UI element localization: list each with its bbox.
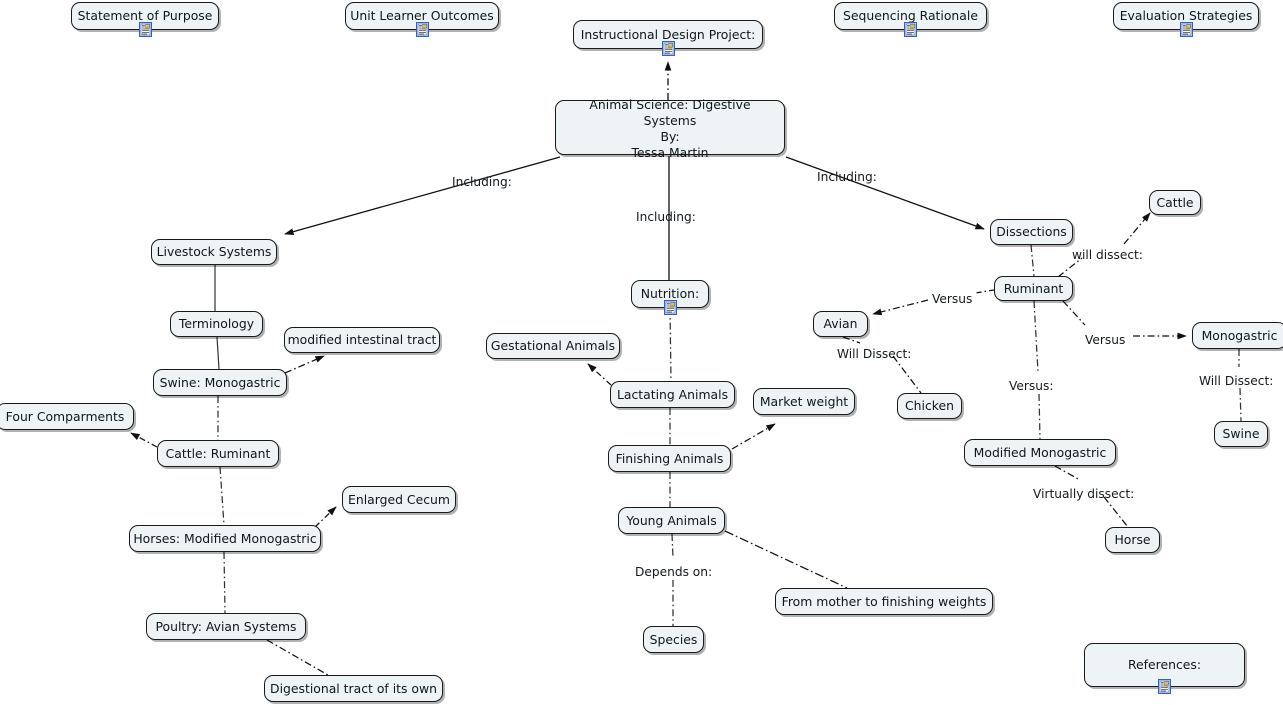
edge-cattle-to-horses — [219, 466, 225, 526]
node-label: References: — [1127, 657, 1202, 673]
edge-label-including-middle: Including: — [636, 210, 696, 224]
node-root-title[interactable]: Animal Science: Digestive Systems By: Te… — [555, 97, 785, 160]
edge-root-to-dissections — [785, 156, 985, 230]
edge-cattle-to-four — [130, 432, 158, 448]
document-icon[interactable] — [138, 22, 152, 37]
document-icon[interactable] — [1179, 22, 1193, 37]
node-terminology[interactable]: Terminology — [170, 311, 263, 337]
node-nutrition[interactable]: Nutrition: — [631, 280, 709, 315]
edge-label-virtually-dissect: Virtually dissect: — [1033, 487, 1135, 501]
node-evaluation-strategies[interactable]: Evaluation Strategies — [1113, 2, 1259, 37]
edge-poultry-to-digestional — [266, 639, 329, 676]
node-sequencing-rationale[interactable]: Sequencing Rationale — [834, 2, 987, 37]
node-horses-modified-monogastric[interactable]: Horses: Modified Monogastric — [129, 525, 321, 552]
node-chicken[interactable]: Chicken — [897, 393, 962, 419]
node-digestional-tract-of-its-own[interactable]: Digestional tract of its own — [264, 675, 443, 702]
node-modified-monogastric[interactable]: Modified Monogastric — [964, 439, 1116, 466]
node-label: Sequencing Rationale — [843, 8, 978, 24]
edge-ruminant-to-modified — [1033, 300, 1041, 440]
node-label: Unit Learner Outcomes — [350, 8, 494, 24]
edge-avian-to-chicken — [842, 336, 922, 394]
node-horse[interactable]: Horse — [1105, 527, 1160, 553]
document-icon[interactable] — [661, 41, 675, 56]
edge-label-will-dissect-swine: Will Dissect: — [1199, 374, 1274, 388]
node-swine[interactable]: Swine — [1214, 421, 1268, 447]
edge-dissections-to-ruminant — [1030, 244, 1035, 277]
edge-finishing-to-market — [731, 423, 776, 450]
edge-swine-to-modified-tract — [284, 355, 325, 374]
node-cattle[interactable]: Cattle — [1149, 190, 1201, 215]
edge-label-versus-modified: Versus: — [1009, 379, 1054, 393]
node-unit-learner-outcomes[interactable]: Unit Learner Outcomes — [345, 2, 499, 37]
document-icon[interactable] — [1158, 679, 1171, 694]
document-icon[interactable] — [663, 300, 677, 315]
node-avian[interactable]: Avian — [813, 311, 868, 337]
node-monogastric[interactable]: Monogastric — [1192, 322, 1283, 349]
node-lactating-animals[interactable]: Lactating Animals — [610, 381, 735, 408]
node-market-weight[interactable]: Market weight — [753, 388, 855, 415]
edge-label-versus-monogastric: Versus — [1085, 333, 1126, 347]
node-young-animals[interactable]: Young Animals — [618, 507, 725, 534]
node-label: Nutrition: — [640, 286, 700, 302]
node-from-mother-to-finishing-weights[interactable]: From mother to finishing weights — [775, 588, 993, 615]
node-gestational-animals[interactable]: Gestational Animals — [486, 333, 620, 359]
edge-label-depends-on: Depends on: — [635, 565, 713, 579]
edge-label-will-dissect-chicken: Will Dissect: — [837, 347, 912, 361]
node-cattle-ruminant[interactable]: Cattle: Ruminant — [157, 440, 279, 467]
document-icon[interactable] — [904, 22, 917, 37]
edge-horses-to-cecum — [314, 506, 337, 528]
node-references[interactable]: References: — [1084, 643, 1245, 694]
edge-label-including-right: Including: — [817, 170, 877, 184]
node-finishing-animals[interactable]: Finishing Animals — [608, 445, 731, 472]
node-swine-monogastric[interactable]: Swine: Monogastric — [153, 369, 287, 396]
node-poultry-avian-systems[interactable]: Poultry: Avian Systems — [146, 613, 306, 640]
document-icon[interactable] — [415, 22, 429, 37]
edge-label-will-dissect-cattle: will dissect: — [1072, 248, 1143, 262]
node-label: Statement of Purpose — [77, 8, 213, 24]
edge-young-to-species — [671, 533, 674, 626]
node-livestock-systems[interactable]: Livestock Systems — [151, 239, 277, 265]
node-modified-intestinal-tract[interactable]: modified intestinal tract — [284, 327, 440, 353]
edge-lactating-to-gestational — [587, 363, 612, 386]
node-statement-of-purpose[interactable]: Statement of Purpose — [71, 2, 219, 37]
edge-label-versus-avian: Versus — [932, 292, 973, 306]
edge-label-including-left: Including: — [452, 175, 512, 189]
node-species[interactable]: Species — [643, 626, 704, 653]
node-dissections[interactable]: Dissections — [990, 219, 1073, 245]
edge-horses-to-poultry — [223, 551, 226, 614]
edge-root-to-livestock — [284, 156, 561, 235]
edge-terminology-to-swine — [216, 336, 220, 370]
edge-ruminant-to-monogastric — [1062, 300, 1187, 340]
node-instructional-design-project[interactable]: Instructional Design Project: — [573, 20, 763, 56]
edge-young-to-from-mother — [724, 530, 848, 589]
edge-nutrition-to-lactating — [669, 307, 672, 382]
node-ruminant[interactable]: Ruminant — [994, 276, 1073, 301]
node-enlarged-cecum[interactable]: Enlarged Cecum — [342, 486, 456, 513]
node-label: Instructional Design Project: — [580, 26, 756, 42]
node-label: Evaluation Strategies — [1119, 8, 1253, 24]
node-four-comparments[interactable]: Four Comparments — [0, 403, 134, 430]
